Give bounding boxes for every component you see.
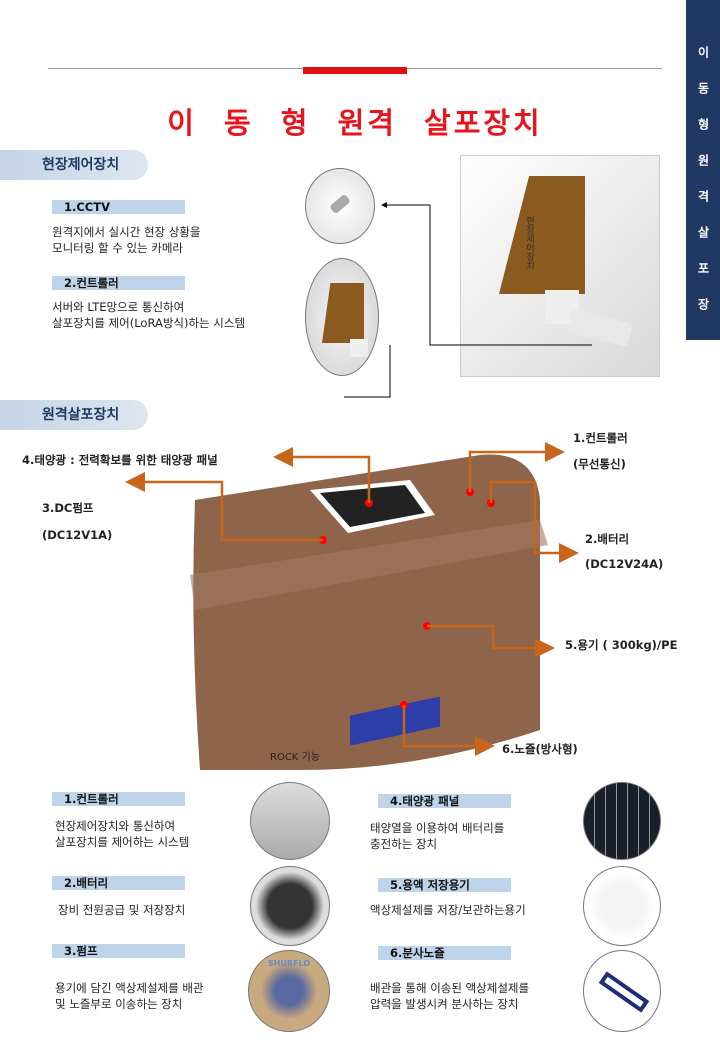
callout-rock: ROCK 기능: [270, 752, 320, 763]
callout-solar: 4.태양광 : 전력확보를 위한 태양광 패널: [22, 453, 218, 467]
pump-photo: SHURFLO: [248, 950, 330, 1032]
cctv-label: 1.CCTV: [52, 200, 185, 214]
field-control-photo: 현장제어장치: [460, 155, 660, 377]
callout-battery-sub: (DC12V24A): [585, 557, 664, 571]
storage-tank-photo: [583, 866, 661, 946]
tank-body: [193, 454, 541, 770]
component-label: 4.태양광 패널: [378, 794, 511, 808]
component-desc: 액상제설제를 저장/보관하는용기: [370, 903, 526, 917]
side-title-bar: 이 동 형 원 격 살 포 장 치: [662, 0, 720, 340]
callout-pump-sub: (DC12V1A): [42, 528, 113, 542]
component-label: 3.펌프: [52, 944, 185, 958]
callout-battery: 2.배터리: [585, 532, 630, 546]
component-desc: 장비 전원공급 및 저장장치: [58, 903, 186, 917]
connector-lines: [344, 202, 592, 398]
callout-controller-sub: (무선통신): [573, 457, 626, 471]
component-label: 1.컨트롤러: [52, 792, 185, 806]
sprayer-diagram: [125, 442, 579, 770]
callout-pump: 3.DC펌프: [42, 501, 94, 515]
solar-panel-photo: [583, 782, 661, 860]
section-heading-field-control: 현장제어장치: [0, 150, 148, 180]
callout-tank: 5.용기 ( 300kg)/PE: [565, 638, 678, 652]
component-label: 2.배터리: [52, 876, 185, 890]
spray-nozzle-photo: [583, 950, 661, 1032]
controller-label: 2.컨트롤러: [52, 276, 185, 290]
cctv-image: [305, 168, 375, 244]
component-label: 6.분사노즐: [378, 946, 511, 960]
callout-nozzle: 6.노즐(방사형): [502, 742, 578, 756]
controller-image: [305, 258, 379, 376]
page-title: 이 동 형 원격 살포장치: [167, 106, 543, 140]
nozzle: [350, 696, 440, 746]
component-label: 5.용액 저장용기: [378, 878, 511, 892]
section-heading-remote-sprayer: 원격살포장치: [0, 400, 148, 430]
battery-photo: [250, 866, 330, 946]
callout-controller: 1.컨트롤러: [573, 431, 628, 445]
controller-photo: [250, 782, 330, 860]
header-accent-bar: [303, 67, 407, 74]
